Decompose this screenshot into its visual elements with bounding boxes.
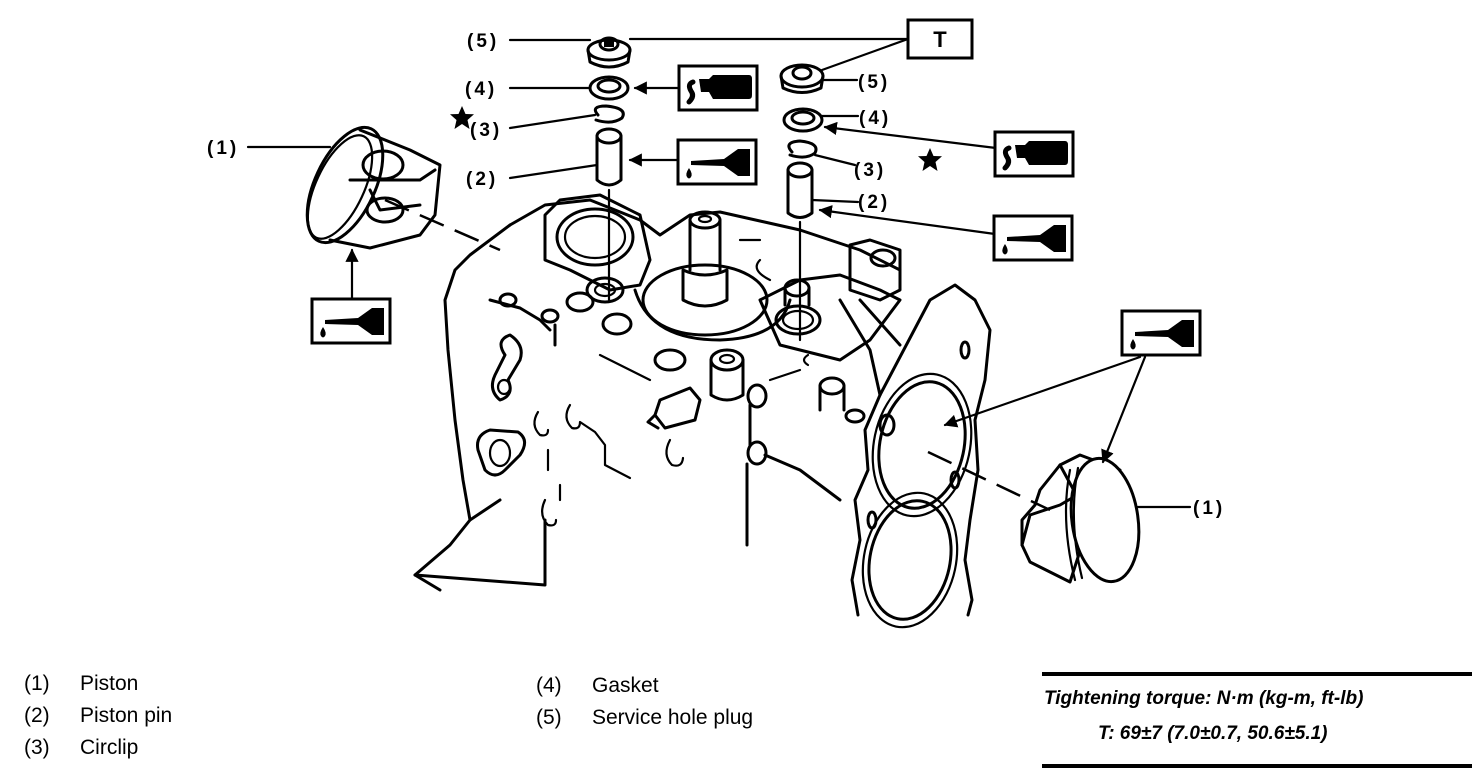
right-gasket <box>782 107 824 133</box>
left-gasket <box>588 75 630 101</box>
parts-legend-left: (1) Piston (2) Piston pin (3) Circlip <box>24 668 172 764</box>
right-piston-pin <box>786 161 814 219</box>
legend-label: Circlip <box>80 736 139 759</box>
torque-spec-value: T: 69±7 (7.0±0.7, 50.6±5.1) <box>1098 723 1328 744</box>
legend-number: (2) <box>24 704 50 727</box>
liquid-gasket-icon <box>995 132 1073 176</box>
right-piston-alignment-line <box>927 450 1051 512</box>
callout-right-gasket: (4) <box>859 108 891 129</box>
callout-leaders <box>246 37 1192 509</box>
callout-left-circlip: (3) <box>470 120 502 141</box>
legend-number: (1) <box>24 672 50 695</box>
torque-marker: T <box>906 18 974 60</box>
callout-right-pin: (2) <box>858 192 890 213</box>
cylinder-block <box>413 193 902 592</box>
torque-spec-title: Tightening torque: N·m (kg-m, ft-lb) <box>1044 688 1364 709</box>
legend-label: Piston <box>80 672 139 695</box>
left-service-plug <box>586 36 632 69</box>
callout-left-plug: (5) <box>467 31 499 52</box>
legend-item: (5) Service hole plug <box>536 702 753 734</box>
engine-exploded-diagram: T (1) (5) (4) (3) (2) (5) (4) (3) (2) (1… <box>207 18 1225 629</box>
callout-left-pin: (2) <box>466 169 498 190</box>
legend-label: Gasket <box>592 674 659 697</box>
cylinder-bore-face <box>850 283 992 629</box>
left-piston-alignment-line <box>384 198 501 252</box>
legend-item: (3) Circlip <box>24 732 172 764</box>
callout-left-piston: (1) <box>207 138 239 159</box>
liquid-gasket-icon <box>679 66 757 110</box>
legend-item: (4) Gasket <box>536 670 753 702</box>
star-icon <box>918 148 942 171</box>
engine-oil-icon <box>310 297 392 345</box>
engine-oil-icon <box>676 138 758 186</box>
legend-item: (2) Piston pin <box>24 700 172 732</box>
callout-right-circlip: (3) <box>854 160 886 181</box>
legend-label: Piston pin <box>80 704 173 727</box>
tightening-torque-spec: Tightening torque: N·m (kg-m, ft-lb) T: … <box>1042 672 1472 768</box>
legend-number: (4) <box>536 674 562 697</box>
symbol-arrows <box>345 81 1147 464</box>
parts-legend-right: (4) Gasket (5) Service hole plug <box>536 670 753 734</box>
legend-item: (1) Piston <box>24 668 172 700</box>
right-service-plug <box>779 63 825 94</box>
engine-oil-icon <box>992 214 1074 262</box>
right-circlip <box>787 139 818 159</box>
callout-left-gasket: (4) <box>465 79 497 100</box>
callout-right-piston: (1) <box>1193 498 1225 519</box>
legend-number: (5) <box>536 706 562 729</box>
left-piston <box>305 125 442 250</box>
engine-oil-icon <box>1120 309 1202 357</box>
left-piston-pin <box>595 127 623 187</box>
legend-number: (3) <box>24 736 50 759</box>
legend-label: Service hole plug <box>592 706 754 729</box>
right-piston <box>1020 453 1141 584</box>
callout-right-plug: (5) <box>858 72 890 93</box>
left-circlip <box>593 104 625 124</box>
torque-marker-label: T <box>933 27 947 52</box>
